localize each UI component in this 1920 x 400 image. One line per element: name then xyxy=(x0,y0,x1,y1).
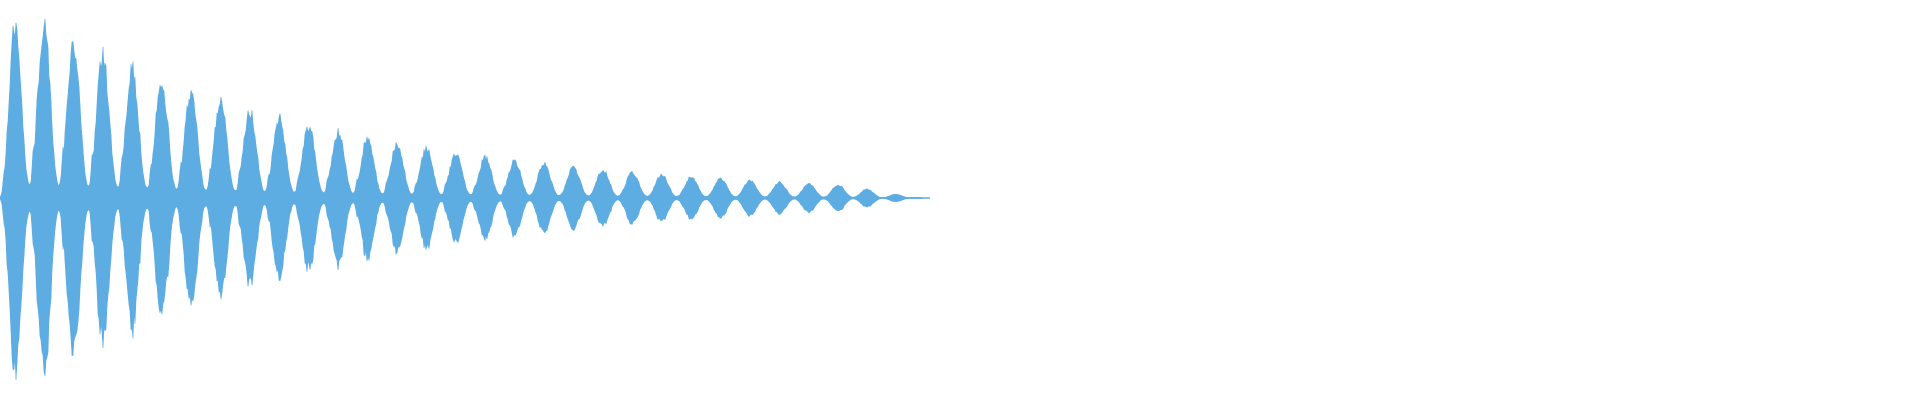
waveform-shape xyxy=(0,18,923,381)
